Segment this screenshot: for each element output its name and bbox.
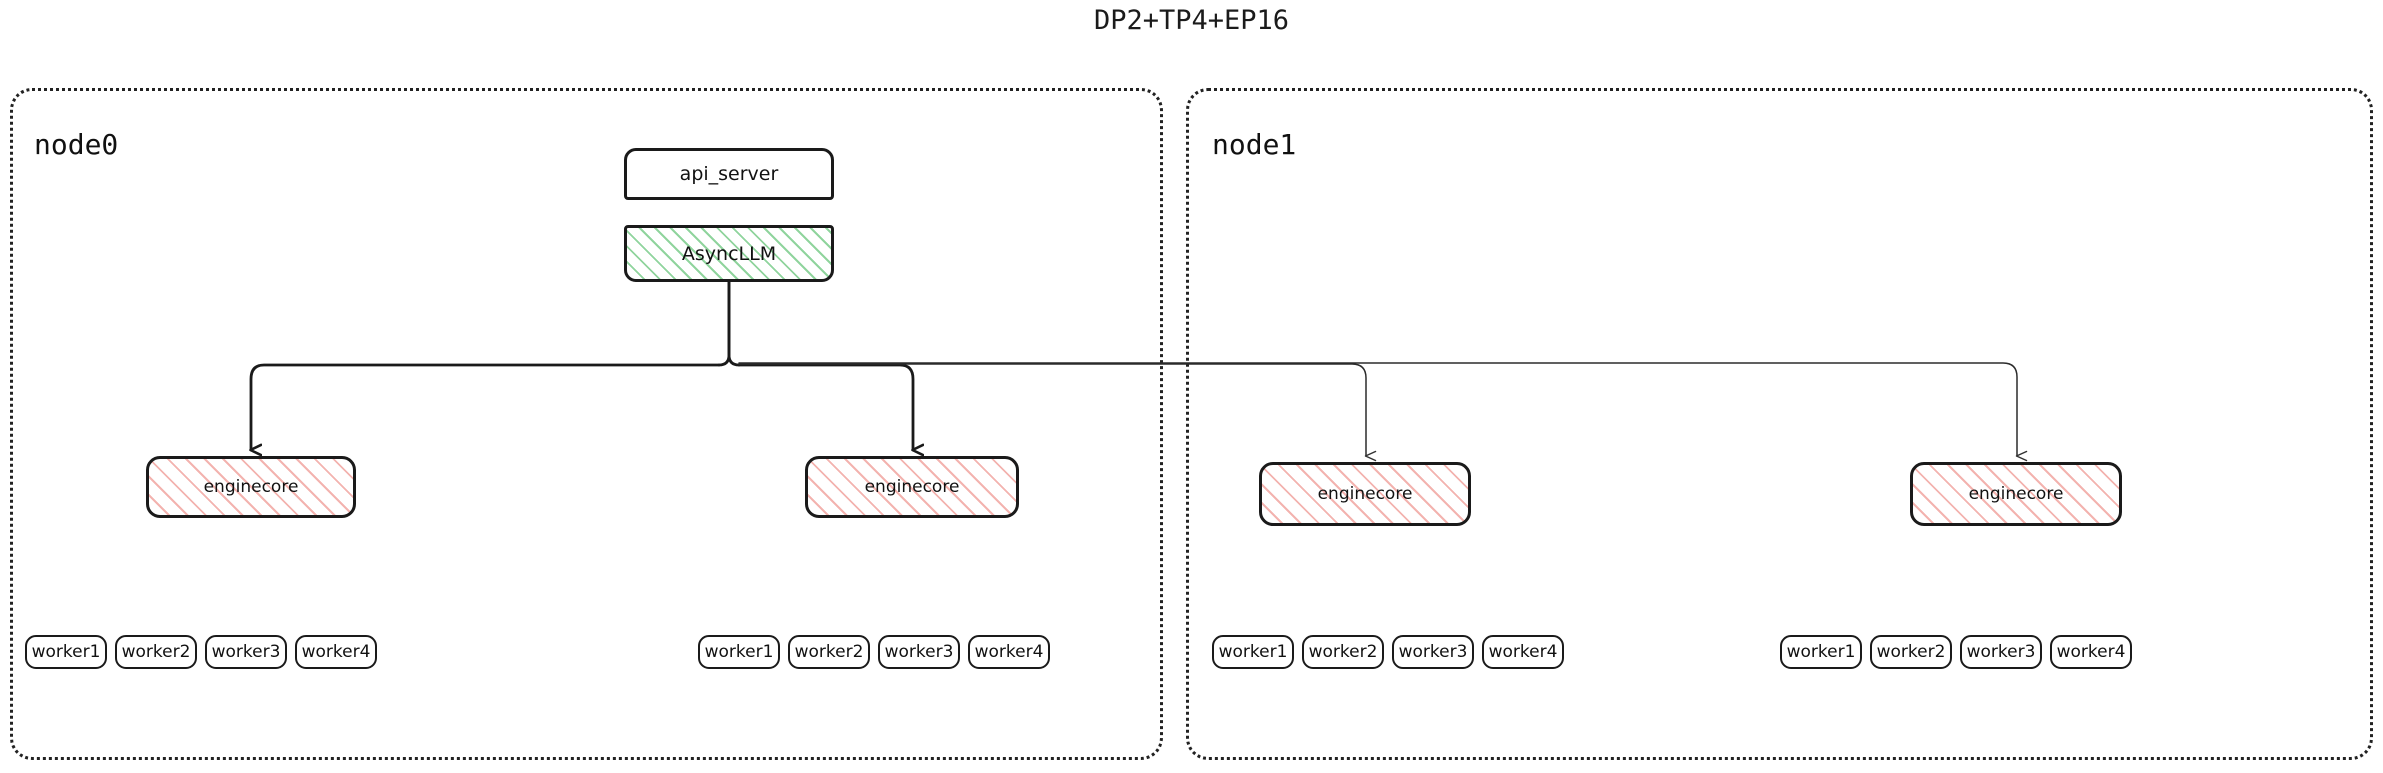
worker-box[interactable]: worker4 xyxy=(2050,635,2132,669)
worker-label: worker2 xyxy=(121,642,191,662)
worker-box[interactable]: worker1 xyxy=(25,635,107,669)
api_server-box[interactable]: api_server xyxy=(624,148,834,200)
enginecore-box-ec3[interactable]: enginecore xyxy=(1910,462,2122,526)
worker-box[interactable]: worker3 xyxy=(1392,635,1474,669)
enginecore-label: enginecore xyxy=(864,477,960,497)
worker-box[interactable]: worker1 xyxy=(1780,635,1862,669)
enginecore-label: enginecore xyxy=(203,477,299,497)
worker-box[interactable]: worker2 xyxy=(788,635,870,669)
page-title: DP2+TP4+EP16 xyxy=(1093,5,1290,36)
worker-label: worker1 xyxy=(704,642,774,662)
worker-label: worker2 xyxy=(1308,642,1378,662)
worker-label: worker4 xyxy=(301,642,371,662)
api_server-label: api_server xyxy=(679,163,779,185)
asyncllm-label: AsyncLLM xyxy=(681,242,777,265)
worker-box[interactable]: worker4 xyxy=(1482,635,1564,669)
enginecore-label: enginecore xyxy=(1317,484,1413,504)
worker-box[interactable]: worker3 xyxy=(878,635,960,669)
worker-label: worker4 xyxy=(2056,642,2126,662)
worker-box[interactable]: worker1 xyxy=(698,635,780,669)
worker-label: worker3 xyxy=(211,642,281,662)
worker-box[interactable]: worker4 xyxy=(295,635,377,669)
enginecore-box-ec1[interactable]: enginecore xyxy=(805,456,1019,518)
asyncllm-box[interactable]: AsyncLLM xyxy=(624,225,834,282)
worker-label: worker1 xyxy=(1786,642,1856,662)
worker-box[interactable]: worker2 xyxy=(1302,635,1384,669)
enginecore-box-ec2[interactable]: enginecore xyxy=(1259,462,1471,526)
worker-label: worker3 xyxy=(884,642,954,662)
worker-box[interactable]: worker4 xyxy=(968,635,1050,669)
worker-label: worker3 xyxy=(1966,642,2036,662)
enginecore-box-ec0[interactable]: enginecore xyxy=(146,456,356,518)
worker-box[interactable]: worker2 xyxy=(1870,635,1952,669)
worker-box[interactable]: worker1 xyxy=(1212,635,1294,669)
worker-label: worker2 xyxy=(794,642,864,662)
node-group-label-node0: node0 xyxy=(34,128,119,161)
worker-label: worker2 xyxy=(1876,642,1946,662)
enginecore-label: enginecore xyxy=(1968,484,2064,504)
worker-box[interactable]: worker2 xyxy=(115,635,197,669)
worker-label: worker4 xyxy=(1488,642,1558,662)
node-group-label-node1: node1 xyxy=(1212,128,1297,161)
worker-label: worker1 xyxy=(31,642,101,662)
worker-box[interactable]: worker3 xyxy=(205,635,287,669)
worker-label: worker3 xyxy=(1398,642,1468,662)
worker-label: worker1 xyxy=(1218,642,1288,662)
worker-box[interactable]: worker3 xyxy=(1960,635,2042,669)
worker-label: worker4 xyxy=(974,642,1044,662)
